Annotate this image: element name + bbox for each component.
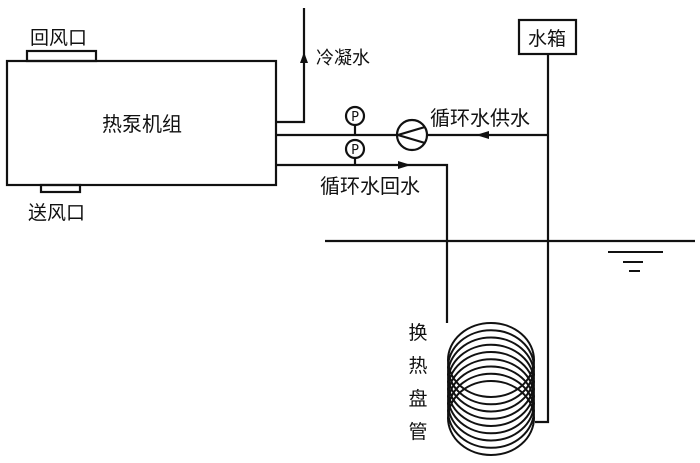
return-air-vent — [25, 49, 98, 63]
gauge-supply-symbol: P — [351, 110, 359, 125]
coil-label-char: 换 — [408, 322, 427, 344]
return-line-label: 循环水回水 — [320, 174, 420, 198]
heat-pump-unit-label: 热泵机组 — [102, 112, 182, 136]
coil-turn — [447, 351, 535, 427]
tank-down-pipe — [535, 54, 550, 424]
coil-label-char: 热 — [408, 355, 427, 377]
condensate-label: 冷凝水 — [316, 48, 370, 69]
supply-arrow-left-icon — [476, 131, 489, 139]
water-tank-label: 水箱 — [528, 28, 566, 50]
return-air-label: 回风口 — [30, 27, 87, 49]
supply-air-label: 送风口 — [28, 202, 85, 224]
pressure-gauge-return-icon — [344, 138, 366, 160]
water-tank-box — [517, 18, 578, 56]
coil-turn — [447, 380, 535, 456]
supply-line-label: 循环水供水 — [430, 106, 530, 130]
pressure-gauge-supply-icon — [344, 105, 366, 127]
coil-label-char: 盘 — [408, 388, 427, 410]
condensate-pipe — [276, 8, 306, 124]
heat-exchange-coil — [447, 322, 535, 456]
gauge-return-symbol: P — [351, 143, 359, 158]
condensate-arrow-up-icon — [300, 52, 308, 63]
pump-icon — [394, 118, 429, 152]
return-pipe — [276, 163, 449, 323]
coil-label-char: 管 — [408, 421, 427, 443]
water-level-icon — [608, 251, 663, 272]
return-arrow-right-icon — [398, 161, 411, 169]
supply-air-vent — [39, 183, 82, 194]
